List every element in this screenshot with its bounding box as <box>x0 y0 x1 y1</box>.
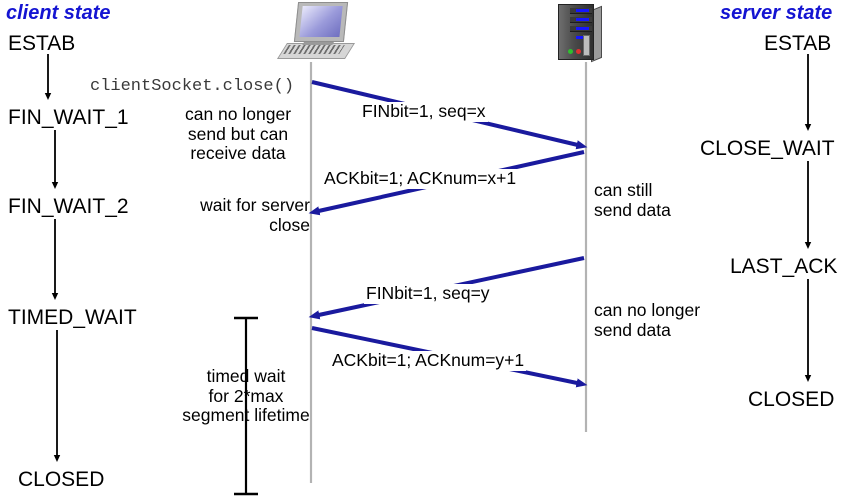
server-state-estab: ESTAB <box>764 32 832 55</box>
laptop-screen <box>293 2 349 42</box>
note-can-no-longer-send: can no longer send but can receive data <box>184 104 292 164</box>
laptop-keyboard <box>283 45 345 54</box>
client-state-closed: CLOSED <box>18 468 105 491</box>
server-state-closed: CLOSED <box>748 388 835 411</box>
server-led <box>576 9 589 12</box>
note-wait-for-server-close: wait for server close <box>200 195 310 235</box>
server-state-title: server state <box>720 2 833 24</box>
laptop-icon <box>277 2 355 60</box>
note-can-still-send-data: can still send data <box>594 180 671 220</box>
client-state-fin-wait-2: FIN_WAIT_2 <box>8 195 129 218</box>
client-socket-close-call: clientSocket.close() <box>88 77 297 97</box>
segment-label-fin-seq-y: FINbit=1, seq=y <box>364 283 492 304</box>
segment-label-ack-y-plus-1: ACKbit=1; ACKnum=y+1 <box>330 350 527 371</box>
laptop-display <box>299 6 343 37</box>
server-led <box>576 18 589 21</box>
note-can-no-longer-send-data: can no longer send data <box>594 300 701 340</box>
client-state-fin-wait-1: FIN_WAIT_1 <box>8 106 129 129</box>
client-state-timed-wait: TIMED_WAIT <box>8 306 137 329</box>
server-activity-light <box>576 49 581 54</box>
server-power-light <box>568 49 573 54</box>
server-led <box>576 27 589 30</box>
client-state-estab: ESTAB <box>8 32 76 55</box>
server-front-slot <box>583 35 590 56</box>
server-state-close-wait: CLOSE_WAIT <box>700 137 835 160</box>
client-state-title: client state <box>6 2 111 24</box>
server-state-last-ack: LAST_ACK <box>730 255 838 278</box>
server-tower-icon <box>552 2 604 63</box>
segment-label-fin-seq-x: FINbit=1, seq=x <box>360 101 488 122</box>
note-timed-wait: timed wait for 2*max segment lifetime <box>182 366 310 426</box>
server-chassis <box>558 4 594 60</box>
segment-label-ack-x-plus-1: ACKbit=1; ACKnum=x+1 <box>322 168 519 189</box>
server-led <box>576 36 589 39</box>
